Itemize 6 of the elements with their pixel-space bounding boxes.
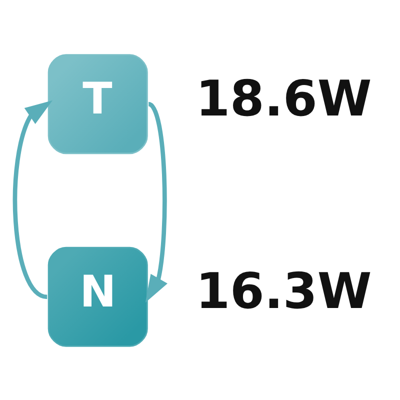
node-box: N [48,246,148,346]
node-box: T [48,54,148,154]
arrow [12,100,53,298]
node-label: 18.6W [196,68,372,127]
arrow [145,102,168,302]
node-label: 16.3W [196,262,372,320]
